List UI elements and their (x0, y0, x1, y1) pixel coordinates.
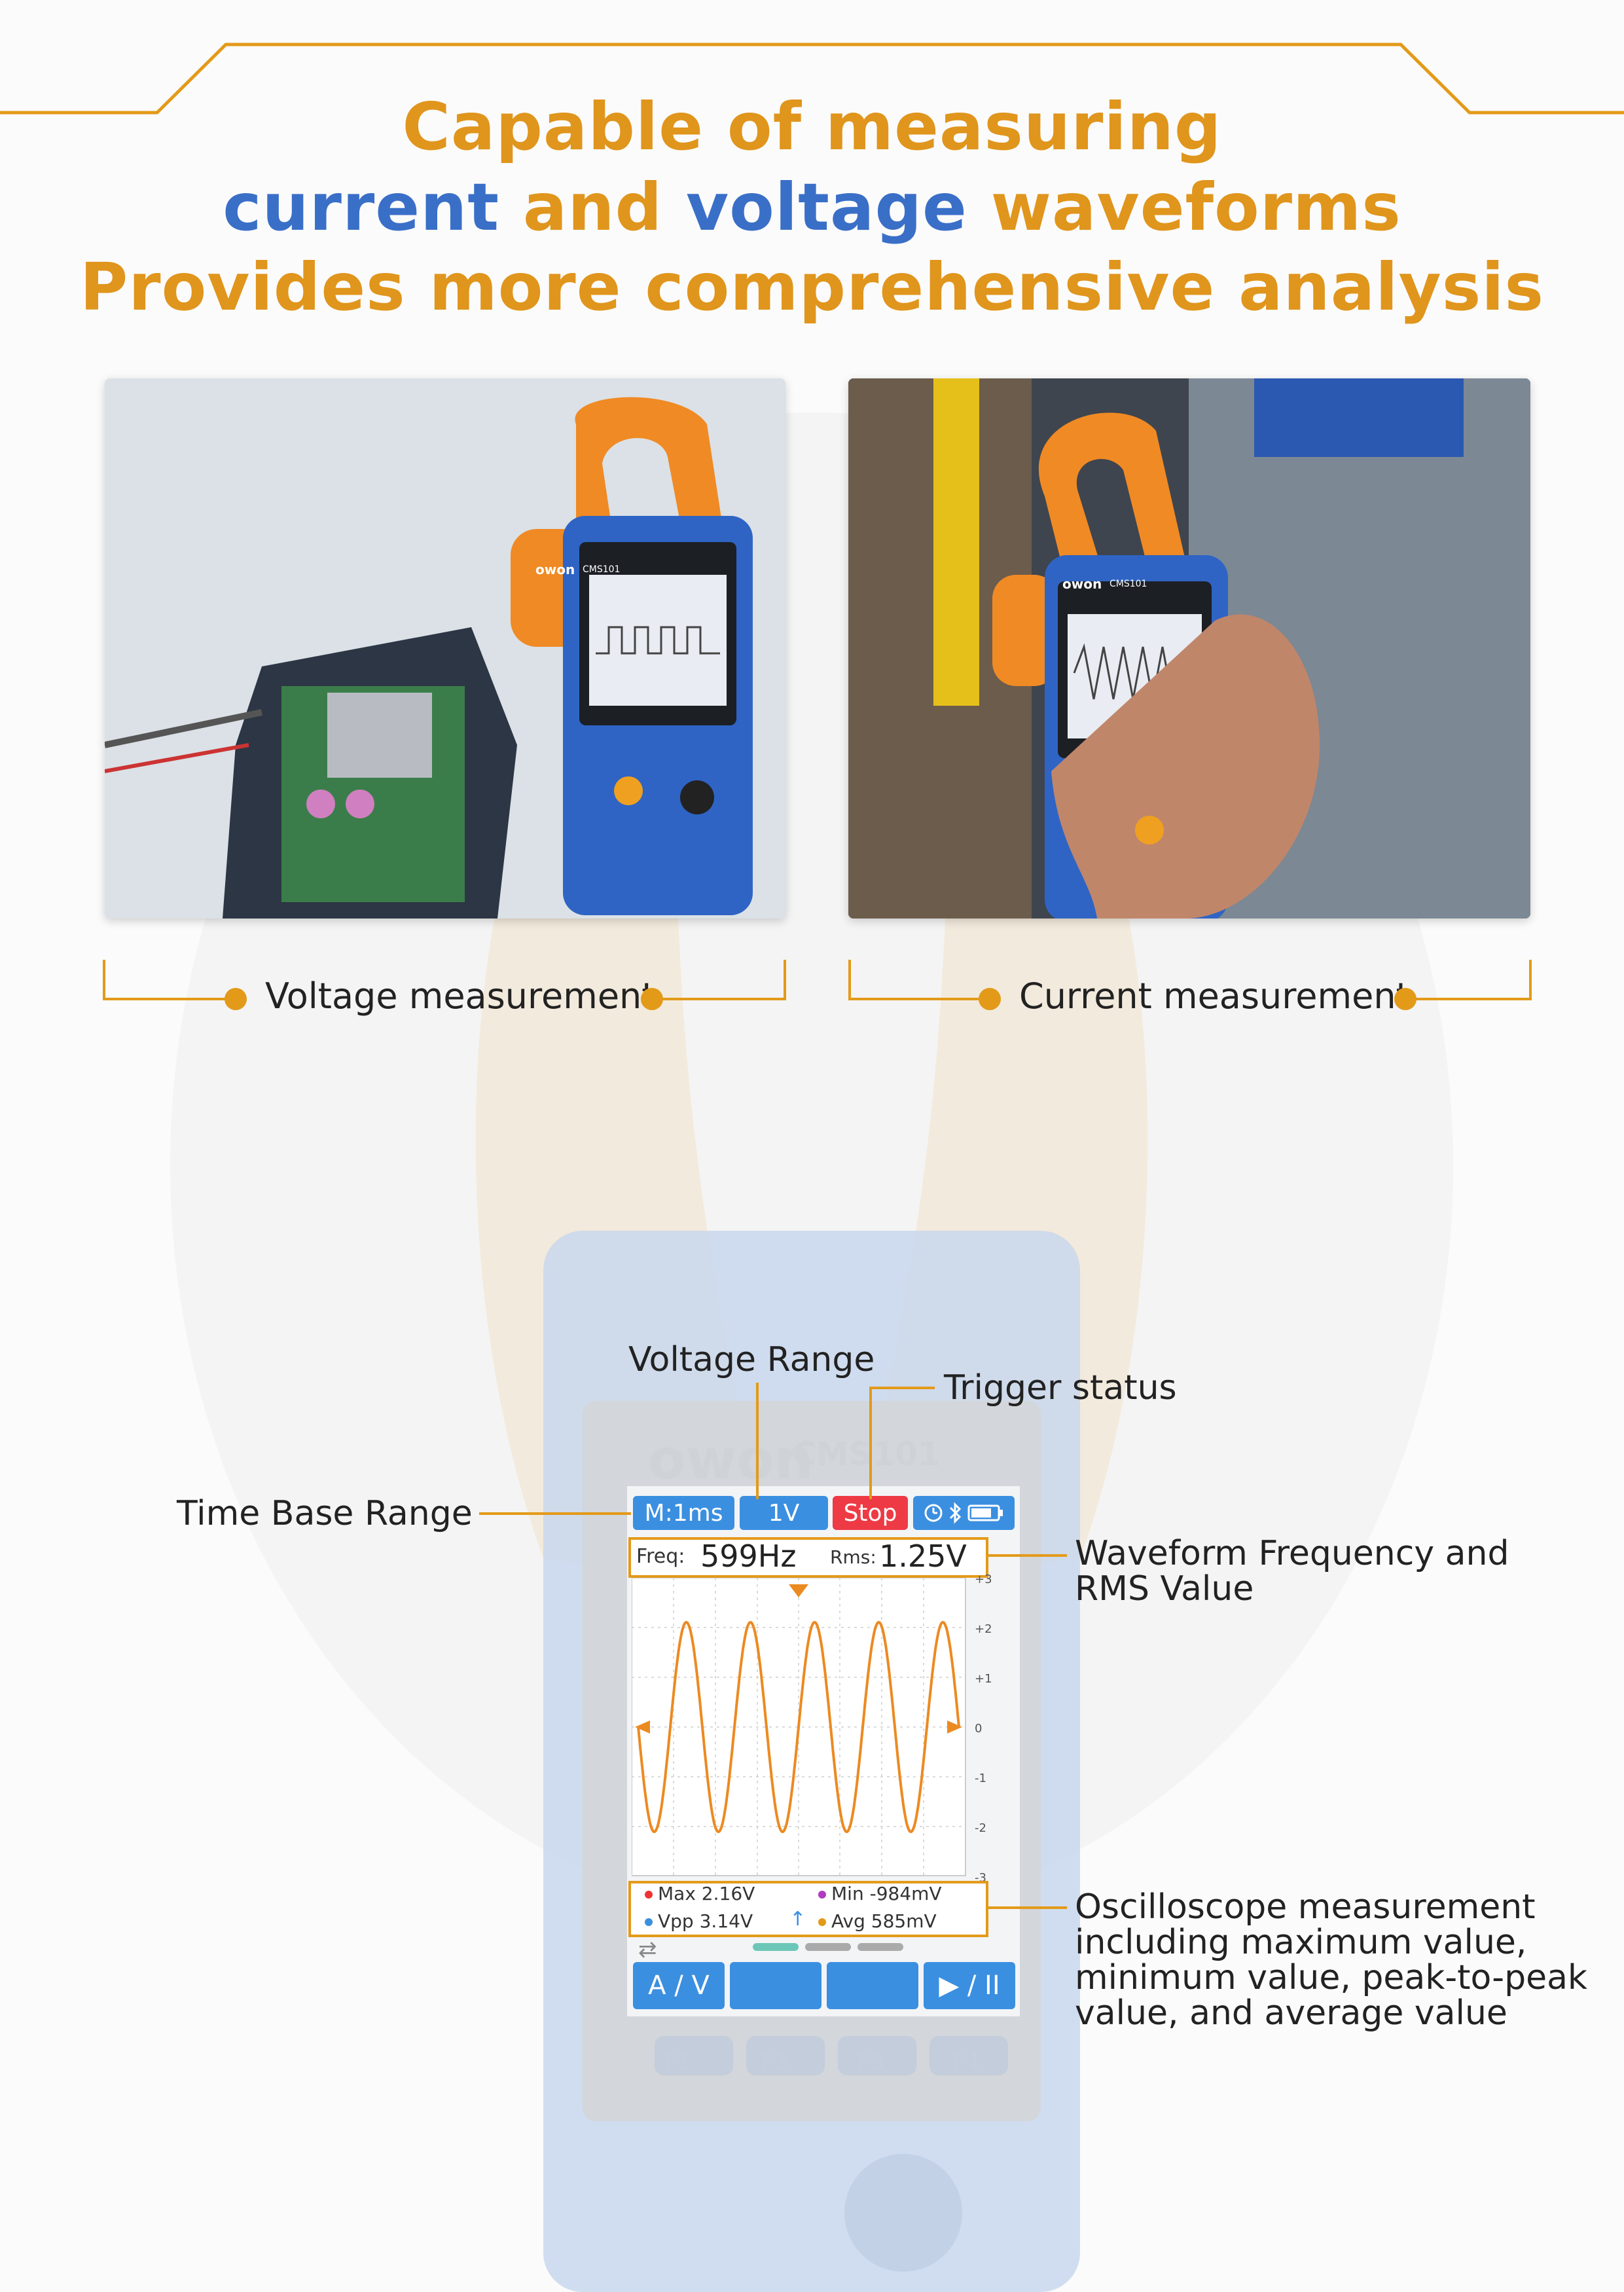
voltage-photo-illustration (105, 378, 785, 919)
caption1-left-line (103, 998, 234, 1000)
ann-freq-rms-2: RMS Value (1075, 1569, 1254, 1609)
meas-avg: Avg 585mV (818, 1910, 937, 1932)
caption2-left-line (848, 998, 979, 1000)
meas-avg-text: Avg 585mV (831, 1910, 937, 1932)
header-frame (0, 43, 1624, 115)
title-line-2: current and voltage waveforms (0, 169, 1624, 246)
page-dot-3 (857, 1943, 903, 1951)
title-waveforms: waveforms (967, 169, 1401, 246)
photo2-model: CMS101 (1110, 579, 1147, 589)
current-photo (848, 378, 1530, 919)
softkey-2[interactable] (730, 1962, 821, 2009)
page-dot-2 (805, 1943, 851, 1951)
ann-freq-rms-1: Waveform Frequency and (1075, 1534, 1509, 1573)
photo1-model: CMS101 (583, 564, 621, 575)
softkey-3[interactable] (827, 1962, 918, 2009)
title-line-3: Provides more comprehensive analysis (79, 249, 1545, 325)
page-dot-1 (753, 1943, 799, 1951)
ann-osc-2: including maximum value, (1075, 1923, 1527, 1962)
ann-time-base-line (479, 1512, 631, 1515)
caption1-left-dot (225, 988, 247, 1010)
caption2-left-dot (979, 988, 1001, 1010)
clock-bluetooth-battery-icon (924, 1502, 1003, 1524)
title-voltage: voltage (686, 169, 967, 246)
av-softkey[interactable]: A / V (633, 1962, 725, 2009)
up-arrow-icon: ↑ (789, 1908, 806, 1931)
voltage-range-indicator: 1V (740, 1496, 828, 1530)
caption2-left-bracket (848, 960, 851, 999)
run-stop-softkey[interactable]: ▶ / II (924, 1962, 1015, 2009)
y-tick-label: -1 (975, 1772, 986, 1785)
title-current: current (223, 169, 500, 246)
ann-trigger-line-h (869, 1387, 935, 1389)
key-f4: F4 (952, 2049, 980, 2075)
ann-osc-3: minimum value, peak-to-peak (1075, 1958, 1588, 1997)
device-model-faded: CMS101 (792, 1435, 941, 1473)
key-f1: F1 (664, 2049, 692, 2075)
caption2-right-bracket (1529, 960, 1532, 1000)
y-tick-label: -2 (975, 1821, 986, 1835)
meas-max-text: Max 2.16V (658, 1883, 755, 1904)
device-brand-faded: owon (648, 1427, 814, 1491)
key-f3: F3 (857, 2049, 885, 2075)
ann-voltage-range-line (756, 1383, 759, 1499)
ann-osc-line (986, 1906, 1067, 1909)
meas-max: Max 2.16V (645, 1883, 755, 1904)
measurement-box (628, 1881, 988, 1937)
y-tick-label: +1 (975, 1672, 992, 1686)
freq-label: Freq: (636, 1545, 685, 1568)
ann-time-base: Time Base Range (177, 1494, 473, 1533)
caption1-left-bracket (103, 960, 105, 999)
meas-min: Min -984mV (818, 1883, 942, 1904)
y-tick-label: +2 (975, 1622, 992, 1636)
timebase-indicator: M:1ms (633, 1496, 734, 1530)
title-line-1: Capable of measuring (402, 88, 1222, 165)
status-icons (913, 1496, 1015, 1530)
ann-freq-rms-line (986, 1554, 1067, 1557)
caption1-right-line (655, 998, 785, 1000)
ann-voltage-range: Voltage Range (628, 1340, 875, 1379)
caption2-right-line (1407, 998, 1532, 1000)
caption-voltage-measurement: Voltage measurement (265, 975, 656, 1017)
waveform-plot (632, 1578, 966, 1876)
rms-label: Rms: (830, 1546, 876, 1568)
voltage-photo (105, 378, 785, 919)
trigger-status-indicator: Stop (833, 1496, 908, 1530)
freq-value: 599Hz (700, 1538, 797, 1574)
photo1-brand: owon (535, 562, 575, 577)
title-and: and (499, 169, 686, 246)
meas-vpp: Vpp 3.14V (645, 1910, 753, 1932)
freq-rms-box (628, 1537, 988, 1578)
ann-trigger-status: Trigger status (944, 1368, 1177, 1408)
swap-icon: ⇄ (638, 1937, 657, 1963)
caption1-right-bracket (784, 960, 786, 1000)
y-tick-label: 0 (975, 1722, 983, 1736)
current-photo-illustration (848, 378, 1530, 919)
ann-osc-1: Oscilloscope measurement (1075, 1887, 1536, 1927)
key-f2: F2 (761, 2049, 789, 2075)
ann-osc-4: value, and average value (1075, 1993, 1507, 2033)
ann-trigger-line-v (869, 1387, 872, 1499)
meas-min-text: Min -984mV (831, 1883, 942, 1904)
y-tick-label: +3 (975, 1573, 992, 1586)
photo2-brand: owon (1062, 576, 1102, 592)
rms-value: 1.25V (879, 1538, 967, 1574)
meas-vpp-text: Vpp 3.14V (658, 1910, 753, 1932)
sine-waveform (637, 1620, 960, 1834)
caption-current-measurement: Current measurement (1019, 975, 1410, 1017)
